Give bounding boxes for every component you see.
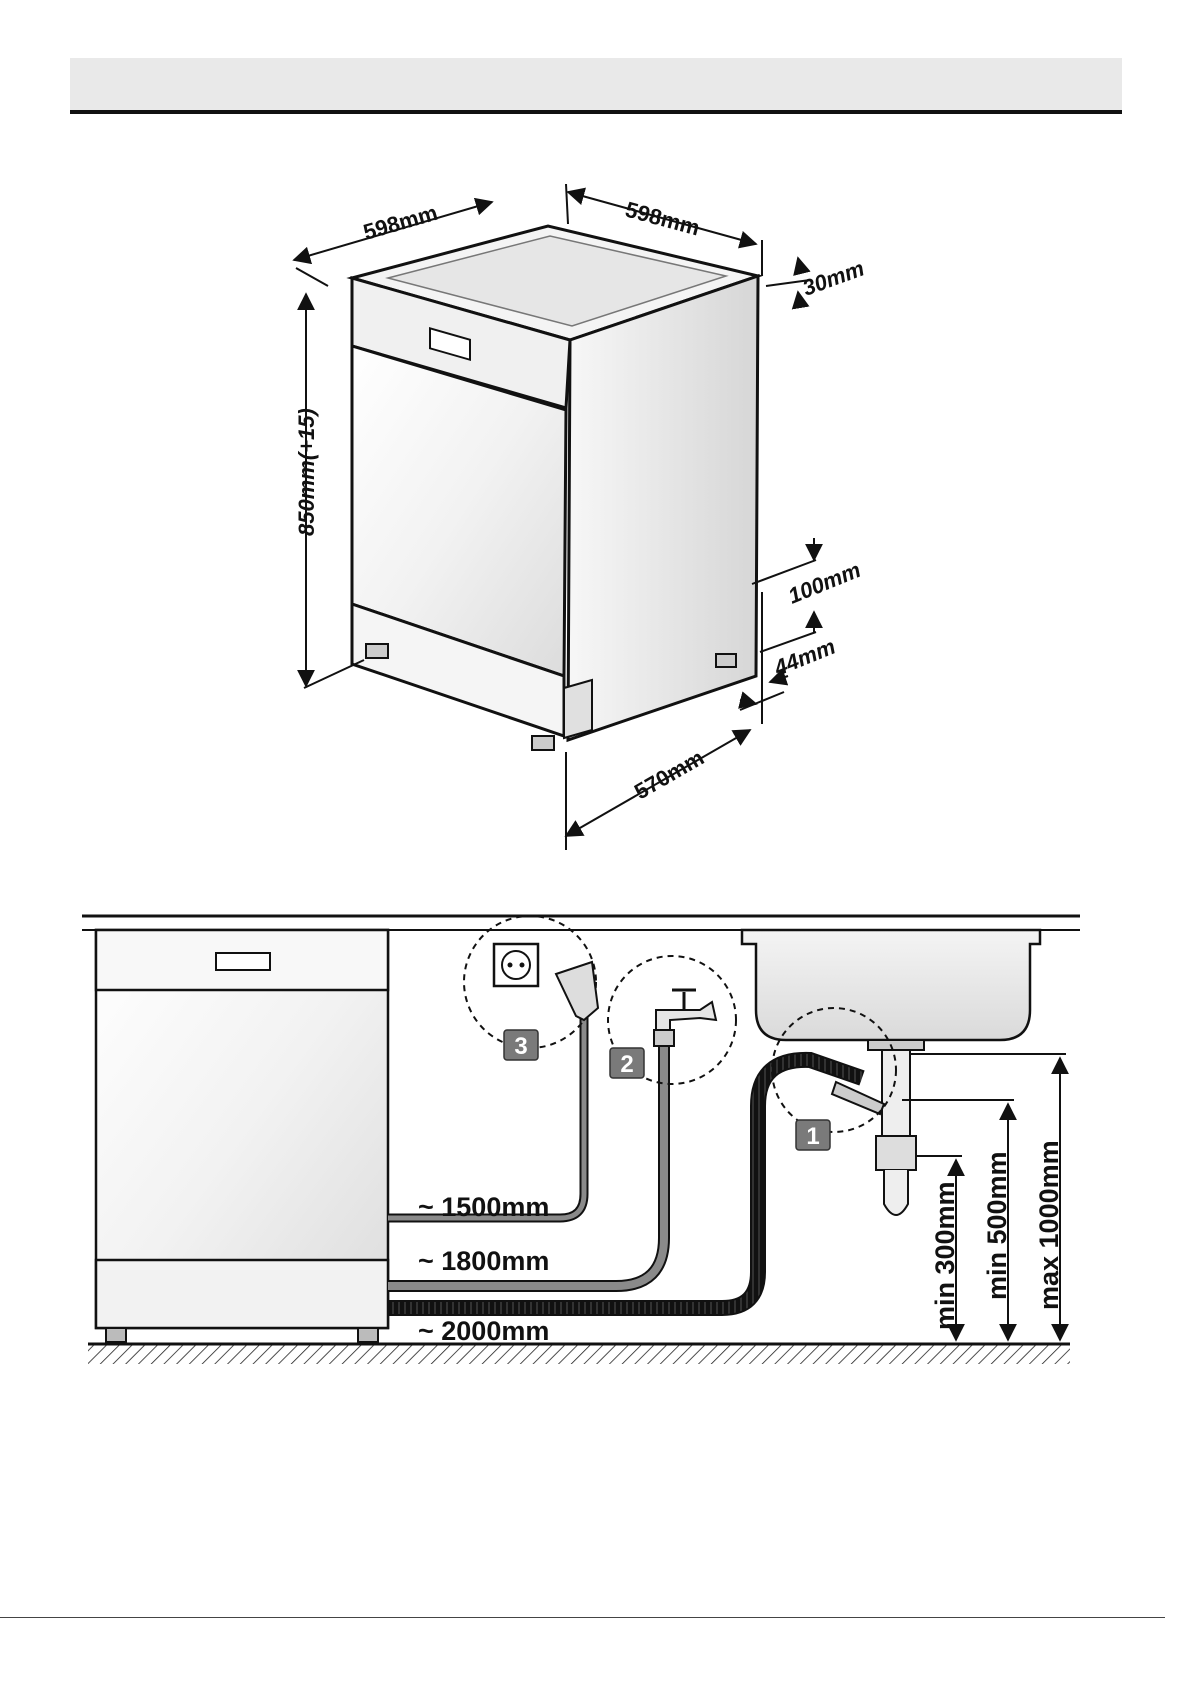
height-label: 850mm(+15) [294, 408, 319, 536]
hose-drain-label: ~ 2000mm [418, 1316, 549, 1346]
foot [366, 644, 388, 658]
depth-label: 598mm [360, 200, 440, 245]
floor-hatching [88, 1344, 1070, 1364]
base-depth-label: 570mm [630, 745, 708, 805]
foot-label: 44mm [770, 634, 839, 681]
width-label: 598mm [623, 197, 703, 241]
badge-2-label: 2 [620, 1051, 633, 1078]
display-window [216, 953, 270, 970]
foot [716, 654, 736, 667]
built-in-dishwasher [96, 930, 388, 1342]
badge-1-label: 1 [806, 1123, 819, 1150]
foot [106, 1328, 126, 1342]
max1000-label: max 1000mm [1034, 1140, 1064, 1310]
worktop-label: 30mm [799, 255, 867, 300]
foot [358, 1328, 378, 1342]
plinth-label: 100mm [785, 557, 865, 609]
dishwasher-side [568, 276, 758, 740]
tap-icon [656, 1002, 716, 1030]
hose-power-label: ~ 1500mm [418, 1192, 549, 1222]
drain-pipe [882, 1050, 910, 1136]
socket-detail: 3 [464, 916, 598, 1060]
min500-label: min 500mm [982, 1151, 1012, 1300]
hose-inlet-label: ~ 1800mm [418, 1246, 549, 1276]
plinth [96, 1260, 388, 1328]
siphon [876, 1136, 916, 1170]
min300-label: min 300mm [930, 1181, 960, 1330]
badge-3-label: 3 [514, 1033, 527, 1060]
power-cord [388, 984, 588, 1218]
foot [532, 736, 554, 750]
plug-icon [556, 962, 598, 1020]
tap-detail: 2 [608, 956, 736, 1084]
dishwasher-3d-view [352, 226, 758, 750]
